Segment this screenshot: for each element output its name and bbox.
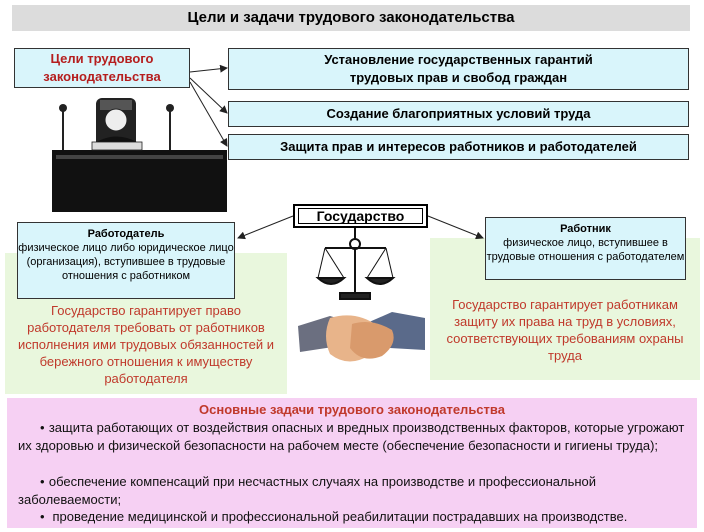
task-text-3: проведение медицинской и профессионально… xyxy=(52,509,628,524)
bullet-icon: • xyxy=(40,509,45,524)
arrow-goal-3 xyxy=(189,81,228,147)
goals-label: Цели трудового законодательства xyxy=(43,51,161,84)
state-box: Государство xyxy=(293,204,428,228)
employer-box: Работодатель физическое лицо либо юридич… xyxy=(17,222,235,299)
worker-definition: физическое лицо, вступившее в трудовые о… xyxy=(486,237,685,263)
goal-arrows xyxy=(189,64,228,147)
tasks-title: Основные задачи трудового законодательст… xyxy=(199,402,505,417)
goal-text-1: Установление государственных гарантий тр… xyxy=(324,52,593,85)
goal-box-2: Создание благоприятных условий труда xyxy=(228,101,689,127)
task-item-2: • обеспечение компенсаций при несчастных… xyxy=(18,473,690,509)
worker-title: Работник xyxy=(560,223,611,235)
arrow-to-worker xyxy=(427,215,484,240)
state-arrows xyxy=(237,215,484,240)
task-text-1: защита работающих от воздействия опасных… xyxy=(18,420,685,453)
goal-text-2: Создание благоприятных условий труда xyxy=(326,106,591,121)
goal-box-1: Установление государственных гарантий тр… xyxy=(228,48,689,90)
goal-box-3: Защита прав и интересов работников и раб… xyxy=(228,134,689,160)
employer-guarantee: Государство гарантирует право работодате… xyxy=(17,303,275,386)
task-item-1: • защита работающих от воздействия опасн… xyxy=(18,419,690,455)
state-label: Государство xyxy=(316,208,405,224)
goals-label-box: Цели трудового законодательства xyxy=(14,48,190,88)
handshake-illustration xyxy=(298,312,425,362)
employer-title: Работодатель xyxy=(87,228,165,240)
employer-definition: физическое лицо либо юридическое лицо (о… xyxy=(18,242,234,282)
judge-illustration xyxy=(52,98,227,212)
arrow-to-employer xyxy=(237,215,294,240)
bullet-icon: • xyxy=(40,420,45,435)
tasks-panel xyxy=(7,398,697,528)
arrow-goal-1 xyxy=(189,64,228,73)
scales-icon xyxy=(315,228,396,300)
worker-box: Работник физическое лицо, вступившее в т… xyxy=(485,217,686,280)
task-text-2: обеспечение компенсаций при несчастных с… xyxy=(18,474,597,507)
bullet-icon: • xyxy=(40,474,45,489)
worker-guarantee: Государство гарантирует работникам защит… xyxy=(446,297,684,363)
goal-text-3: Защита прав и интересов работников и раб… xyxy=(280,139,637,154)
task-item-3: • проведение медицинской и профессиональ… xyxy=(18,508,690,526)
arrow-goal-2 xyxy=(189,77,228,114)
page-title: Цели и задачи трудового законодательства xyxy=(12,5,690,31)
